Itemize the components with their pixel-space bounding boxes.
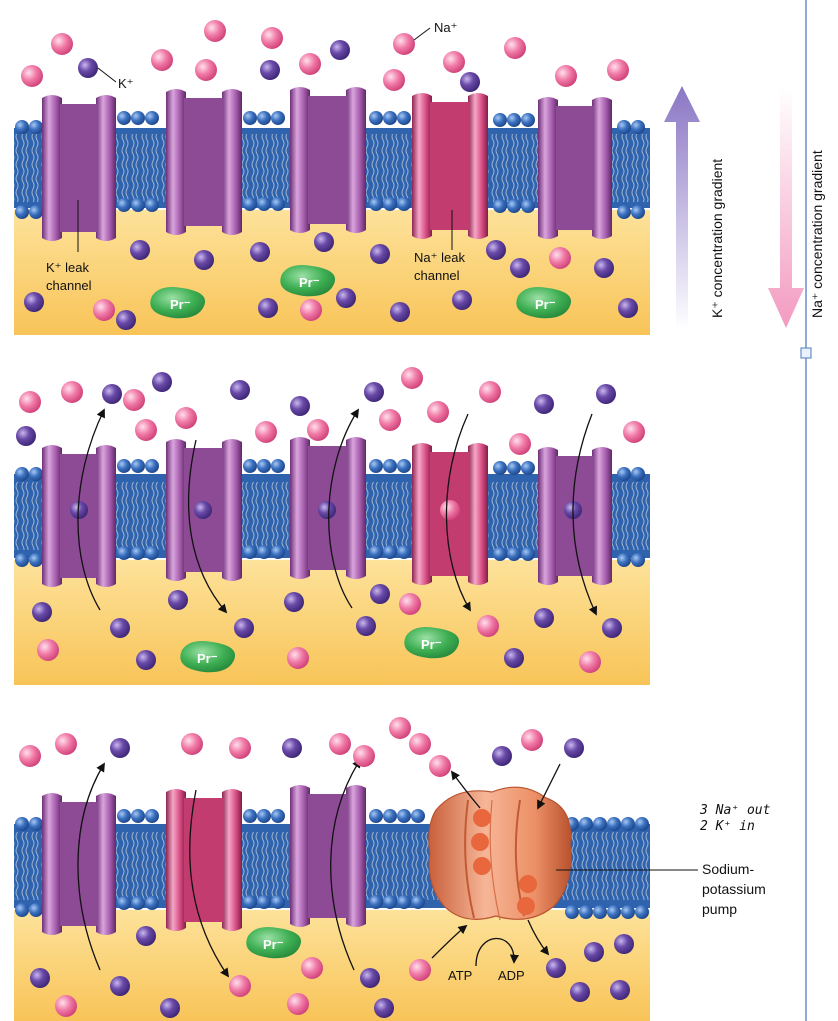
protein-anion: Pr⁻ xyxy=(180,641,236,673)
protein-anion: Pr⁻ xyxy=(280,265,336,297)
na-ion-label: Na⁺ xyxy=(434,20,457,35)
na-concentration-gradient: Na⁺ concentration gradient xyxy=(768,88,825,328)
k-leak-channel xyxy=(290,785,366,927)
panel-ion-diffusion: Pr⁻ Pr⁻ xyxy=(14,367,650,685)
diffusion-arrows xyxy=(77,408,598,616)
atp-label: ATP xyxy=(448,968,472,983)
svg-text:Na⁺ concentration gradient: Na⁺ concentration gradient xyxy=(809,150,825,318)
na-leak-channel-label: Na⁺ leak xyxy=(414,250,465,265)
panel-leak-channels: Pr⁻ Pr⁻ Pr⁻ K⁺ Na⁺ K⁺ leak channel Na⁺ l… xyxy=(14,20,650,335)
pump-label: pump xyxy=(702,901,737,917)
k-leak-channel xyxy=(42,445,116,587)
k-leak-channel xyxy=(42,793,116,935)
cytoplasm xyxy=(14,910,650,1021)
svg-text:Pr⁻: Pr⁻ xyxy=(197,651,218,666)
k-leak-channel xyxy=(42,95,116,241)
svg-text:Pr⁻: Pr⁻ xyxy=(421,637,442,652)
na-leak-channel xyxy=(412,93,488,239)
potassium-ions xyxy=(24,40,638,330)
sodium-potassium-pump xyxy=(428,786,572,921)
svg-text:K⁺ concentration gradient: K⁺ concentration gradient xyxy=(709,159,725,318)
svg-text:Pr⁻: Pr⁻ xyxy=(170,297,191,312)
sodium-ions xyxy=(19,717,543,1017)
na-leak-channel xyxy=(166,789,242,931)
panel-sodium-potassium-pump: Pr⁻ ATP ADP Sodium- potassium pump 3 Na⁺… xyxy=(14,717,771,1021)
potassium-ions xyxy=(30,738,634,1018)
na-leak-channel-label: channel xyxy=(414,268,460,283)
k-ion-label: K⁺ xyxy=(118,76,134,91)
sodium-ions xyxy=(19,367,645,673)
potassium-ions xyxy=(16,372,622,670)
pump-label: potassium xyxy=(702,881,766,897)
svg-text:Pr⁻: Pr⁻ xyxy=(263,937,284,952)
k-leak-channel-label: K⁺ leak xyxy=(46,260,89,275)
k-leak-channel xyxy=(290,87,366,233)
k-leak-channel-label: channel xyxy=(46,278,92,293)
divider-handle[interactable] xyxy=(800,347,812,359)
pump-label: Sodium- xyxy=(702,861,754,877)
protein-anion: Pr⁻ xyxy=(246,927,302,959)
protein-anion: Pr⁻ xyxy=(150,287,206,319)
protein-anion: Pr⁻ xyxy=(516,287,572,319)
handwritten-note: 3 Na⁺ out xyxy=(699,803,771,818)
svg-text:Pr⁻: Pr⁻ xyxy=(535,297,556,312)
transport-arrows xyxy=(77,758,561,978)
sodium-ion xyxy=(440,500,460,520)
svg-text:Pr⁻: Pr⁻ xyxy=(299,275,320,290)
k-leak-channel xyxy=(166,89,242,235)
handwritten-note: 2 K⁺ in xyxy=(700,819,755,834)
sodium-ions xyxy=(21,20,629,321)
adp-label: ADP xyxy=(498,968,525,983)
k-concentration-gradient: K⁺ concentration gradient xyxy=(664,86,725,330)
protein-anion: Pr⁻ xyxy=(404,627,460,659)
k-leak-channel xyxy=(538,97,612,239)
